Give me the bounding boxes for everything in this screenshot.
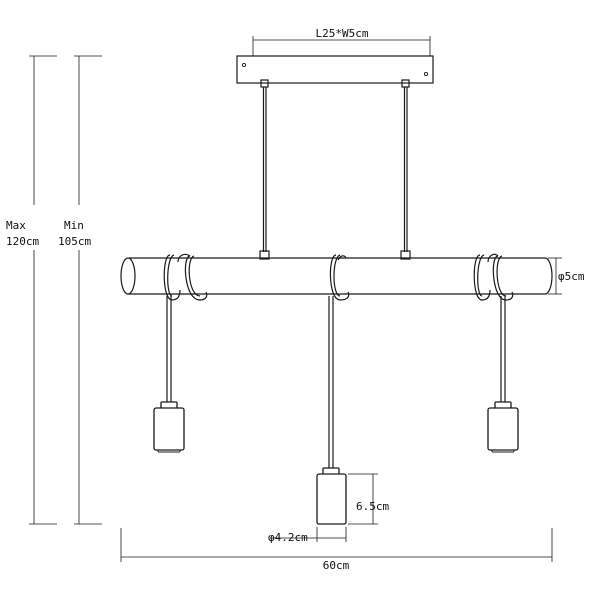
- max-label: Max: [6, 219, 26, 232]
- shade-diameter-label: φ4.2cm: [268, 531, 308, 544]
- cable-wrap-left: [163, 253, 208, 301]
- canopy-size-label: L25*W5cm: [316, 27, 369, 40]
- beam-diameter-label: φ5cm: [558, 270, 585, 283]
- total-width-label: 60cm: [323, 559, 350, 572]
- min-value: 105cm: [58, 235, 91, 248]
- pendant-cables: [166, 296, 506, 470]
- canopy-dimension: L25*W5cm: [252, 27, 431, 56]
- cable-wrap-center: [329, 254, 350, 301]
- ceiling-canopy: [236, 55, 434, 84]
- suspension-rods: [259, 79, 411, 260]
- min-label: Min: [64, 219, 84, 232]
- shade-height-dimension: 6.5cm: [348, 473, 389, 525]
- min-height-dimension: Min 105cm: [58, 55, 102, 525]
- lamp-shade-center: [316, 467, 347, 525]
- total-width-dimension: 60cm: [120, 528, 553, 572]
- max-height-dimension: Max 120cm: [6, 55, 57, 525]
- max-value: 120cm: [6, 235, 39, 248]
- lamp-shade-right: [487, 401, 519, 453]
- shade-diameter-dimension: φ4.2cm: [268, 527, 347, 544]
- beam-diameter-dimension: φ5cm: [548, 257, 585, 295]
- cable-wrap-right: [473, 253, 514, 301]
- shade-height-label: 6.5cm: [356, 500, 389, 513]
- lamp-shade-left: [153, 401, 185, 453]
